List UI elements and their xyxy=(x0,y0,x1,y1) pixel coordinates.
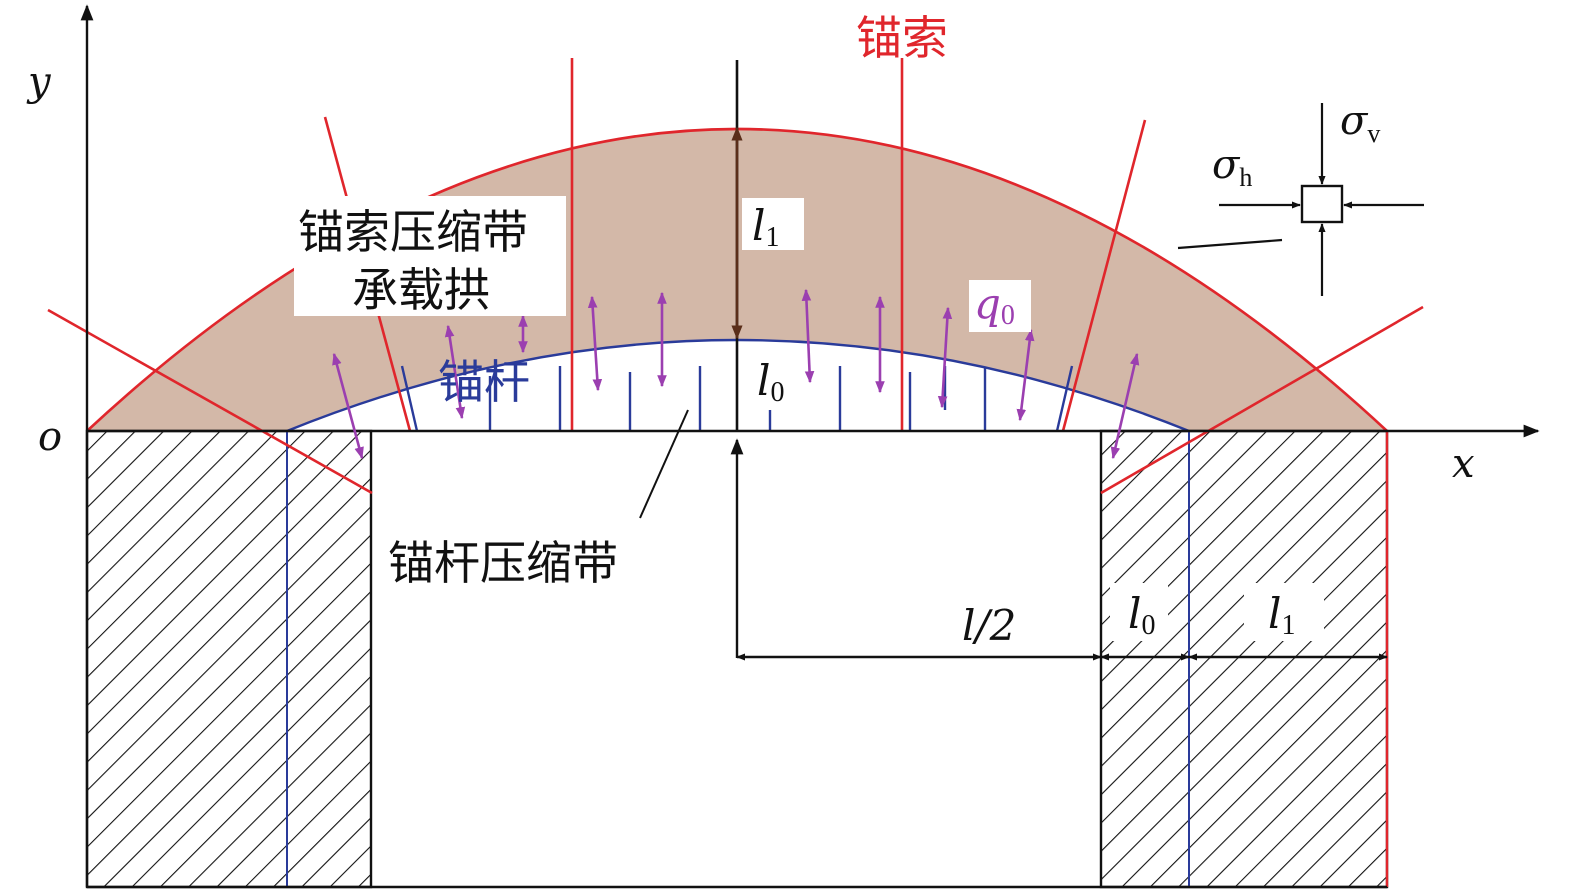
q0-arrow-8 xyxy=(937,306,953,409)
q0-label-bg xyxy=(969,280,1031,332)
stress-element-leader xyxy=(1177,238,1283,250)
sigma-h-label: σh xyxy=(1212,142,1252,192)
stress-element xyxy=(1219,103,1424,296)
sigma-v-label: σv xyxy=(1340,98,1380,148)
origin-label: o xyxy=(38,414,62,460)
bolt-11 xyxy=(1055,365,1074,432)
q0-arrow-10 xyxy=(1110,352,1140,460)
cable-zone-label-line2: 承载拱 xyxy=(352,263,490,317)
l1-label-bg xyxy=(742,198,804,250)
cable-zone-label-bg xyxy=(294,196,566,316)
rock-bolt-label: 锚杆 xyxy=(438,355,530,409)
cable-5 xyxy=(1061,119,1147,432)
right-pillar xyxy=(1099,429,1389,889)
bottom-l1-label: l1 xyxy=(1268,589,1295,641)
bolt-1 xyxy=(400,365,419,432)
half-span-label: l/2 xyxy=(962,601,1016,650)
l1-label: l1 xyxy=(752,201,779,253)
q0-arrow-4 xyxy=(587,295,603,392)
q0-label: q0 xyxy=(974,279,1015,331)
q0-arrow-2 xyxy=(444,324,466,420)
cable-6 xyxy=(1100,305,1424,495)
q0-arrow-9 xyxy=(1016,328,1035,422)
bolt-zone-leader xyxy=(639,409,689,519)
left-pillar xyxy=(85,429,373,889)
anchor-cable-label: 锚索 xyxy=(856,11,948,65)
cable-zone-label-line1: 锚索压缩带 xyxy=(298,205,528,259)
label-bg-bottom-l0 xyxy=(1110,583,1168,641)
q0-arrow-6 xyxy=(801,288,815,384)
bolt-zone-label: 锚杆压缩带 xyxy=(388,536,618,590)
stress-element-box xyxy=(1300,184,1344,224)
x-axis-label: x xyxy=(1452,441,1475,487)
y-axis-label: y xyxy=(26,59,52,105)
cable-1 xyxy=(47,308,373,495)
label-bg-bottom-l1 xyxy=(1244,583,1324,641)
q0-force-arrows xyxy=(332,288,1140,460)
l0-label: l0 xyxy=(757,356,784,408)
bottom-l0-label: l0 xyxy=(1128,589,1155,641)
q0-arrow-1 xyxy=(332,352,364,460)
